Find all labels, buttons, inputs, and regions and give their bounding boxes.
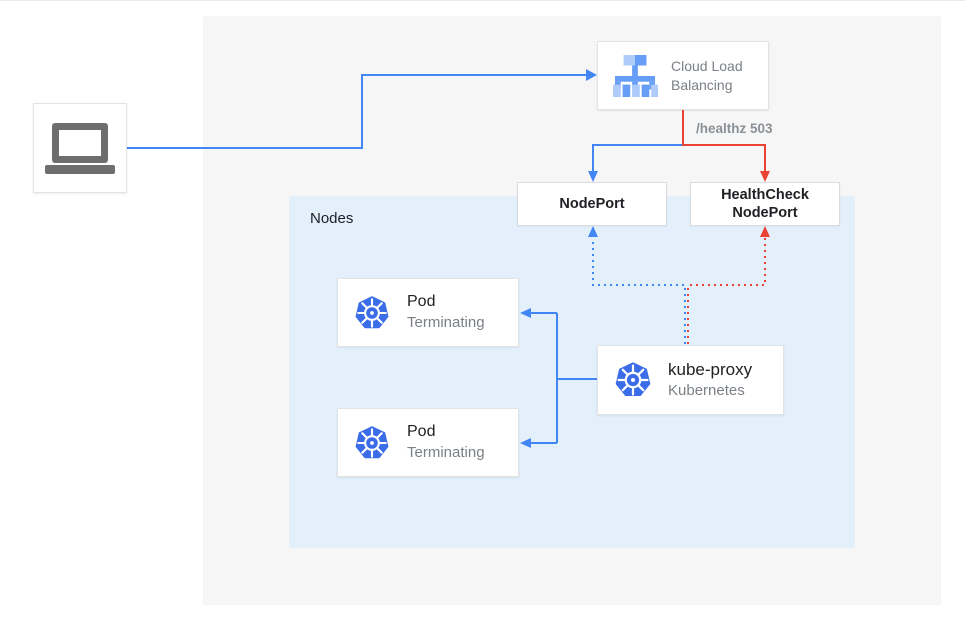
- client-device-card: [33, 103, 127, 193]
- edge-kube-proxy-to-pods: [520, 308, 597, 448]
- pod-status: Terminating: [407, 314, 485, 332]
- pod-card-2: Pod Terminating: [337, 408, 519, 477]
- kubernetes-icon: [613, 360, 653, 400]
- healthcheck-nodeport-box: HealthCheck NodePort: [690, 182, 840, 226]
- pod-card-1: Pod Terminating: [337, 278, 519, 347]
- nodeport-box: NodePort: [517, 182, 667, 226]
- healthcheck-nodeport-label: HealthCheck NodePort: [721, 186, 809, 221]
- cloud-load-balancing-label: Cloud Load Balancing: [671, 57, 743, 93]
- healthz-status-label: /healthz 503: [696, 121, 773, 136]
- edge-client-to-load-balancer: [127, 69, 597, 149]
- nodes-group-label: Nodes: [310, 210, 354, 227]
- laptop-icon: [45, 122, 115, 174]
- edge-load-balancer-to-nodeport: [588, 144, 684, 182]
- window-top-border: [0, 0, 965, 1]
- kube-proxy-subtitle: Kubernetes: [668, 382, 745, 400]
- cloud-load-balancing-icon: [612, 54, 658, 97]
- pod-title: Pod: [407, 293, 436, 311]
- kubernetes-icon: [353, 294, 391, 332]
- pod-title: Pod: [407, 423, 436, 441]
- kube-proxy-title: kube-proxy: [668, 360, 753, 380]
- cloud-load-balancing-card: Cloud Load Balancing: [597, 41, 769, 110]
- edge-kube-proxy-to-nodeport-dotted: [588, 226, 686, 344]
- edge-load-balancer-to-healthcheck-nodeport: [682, 110, 770, 182]
- kube-proxy-card: kube-proxy Kubernetes: [597, 345, 784, 415]
- edge-kube-proxy-to-healthcheck-dotted: [687, 226, 770, 344]
- pod-status: Terminating: [407, 444, 485, 462]
- kubernetes-icon: [353, 424, 391, 462]
- nodeport-label: NodePort: [559, 195, 625, 212]
